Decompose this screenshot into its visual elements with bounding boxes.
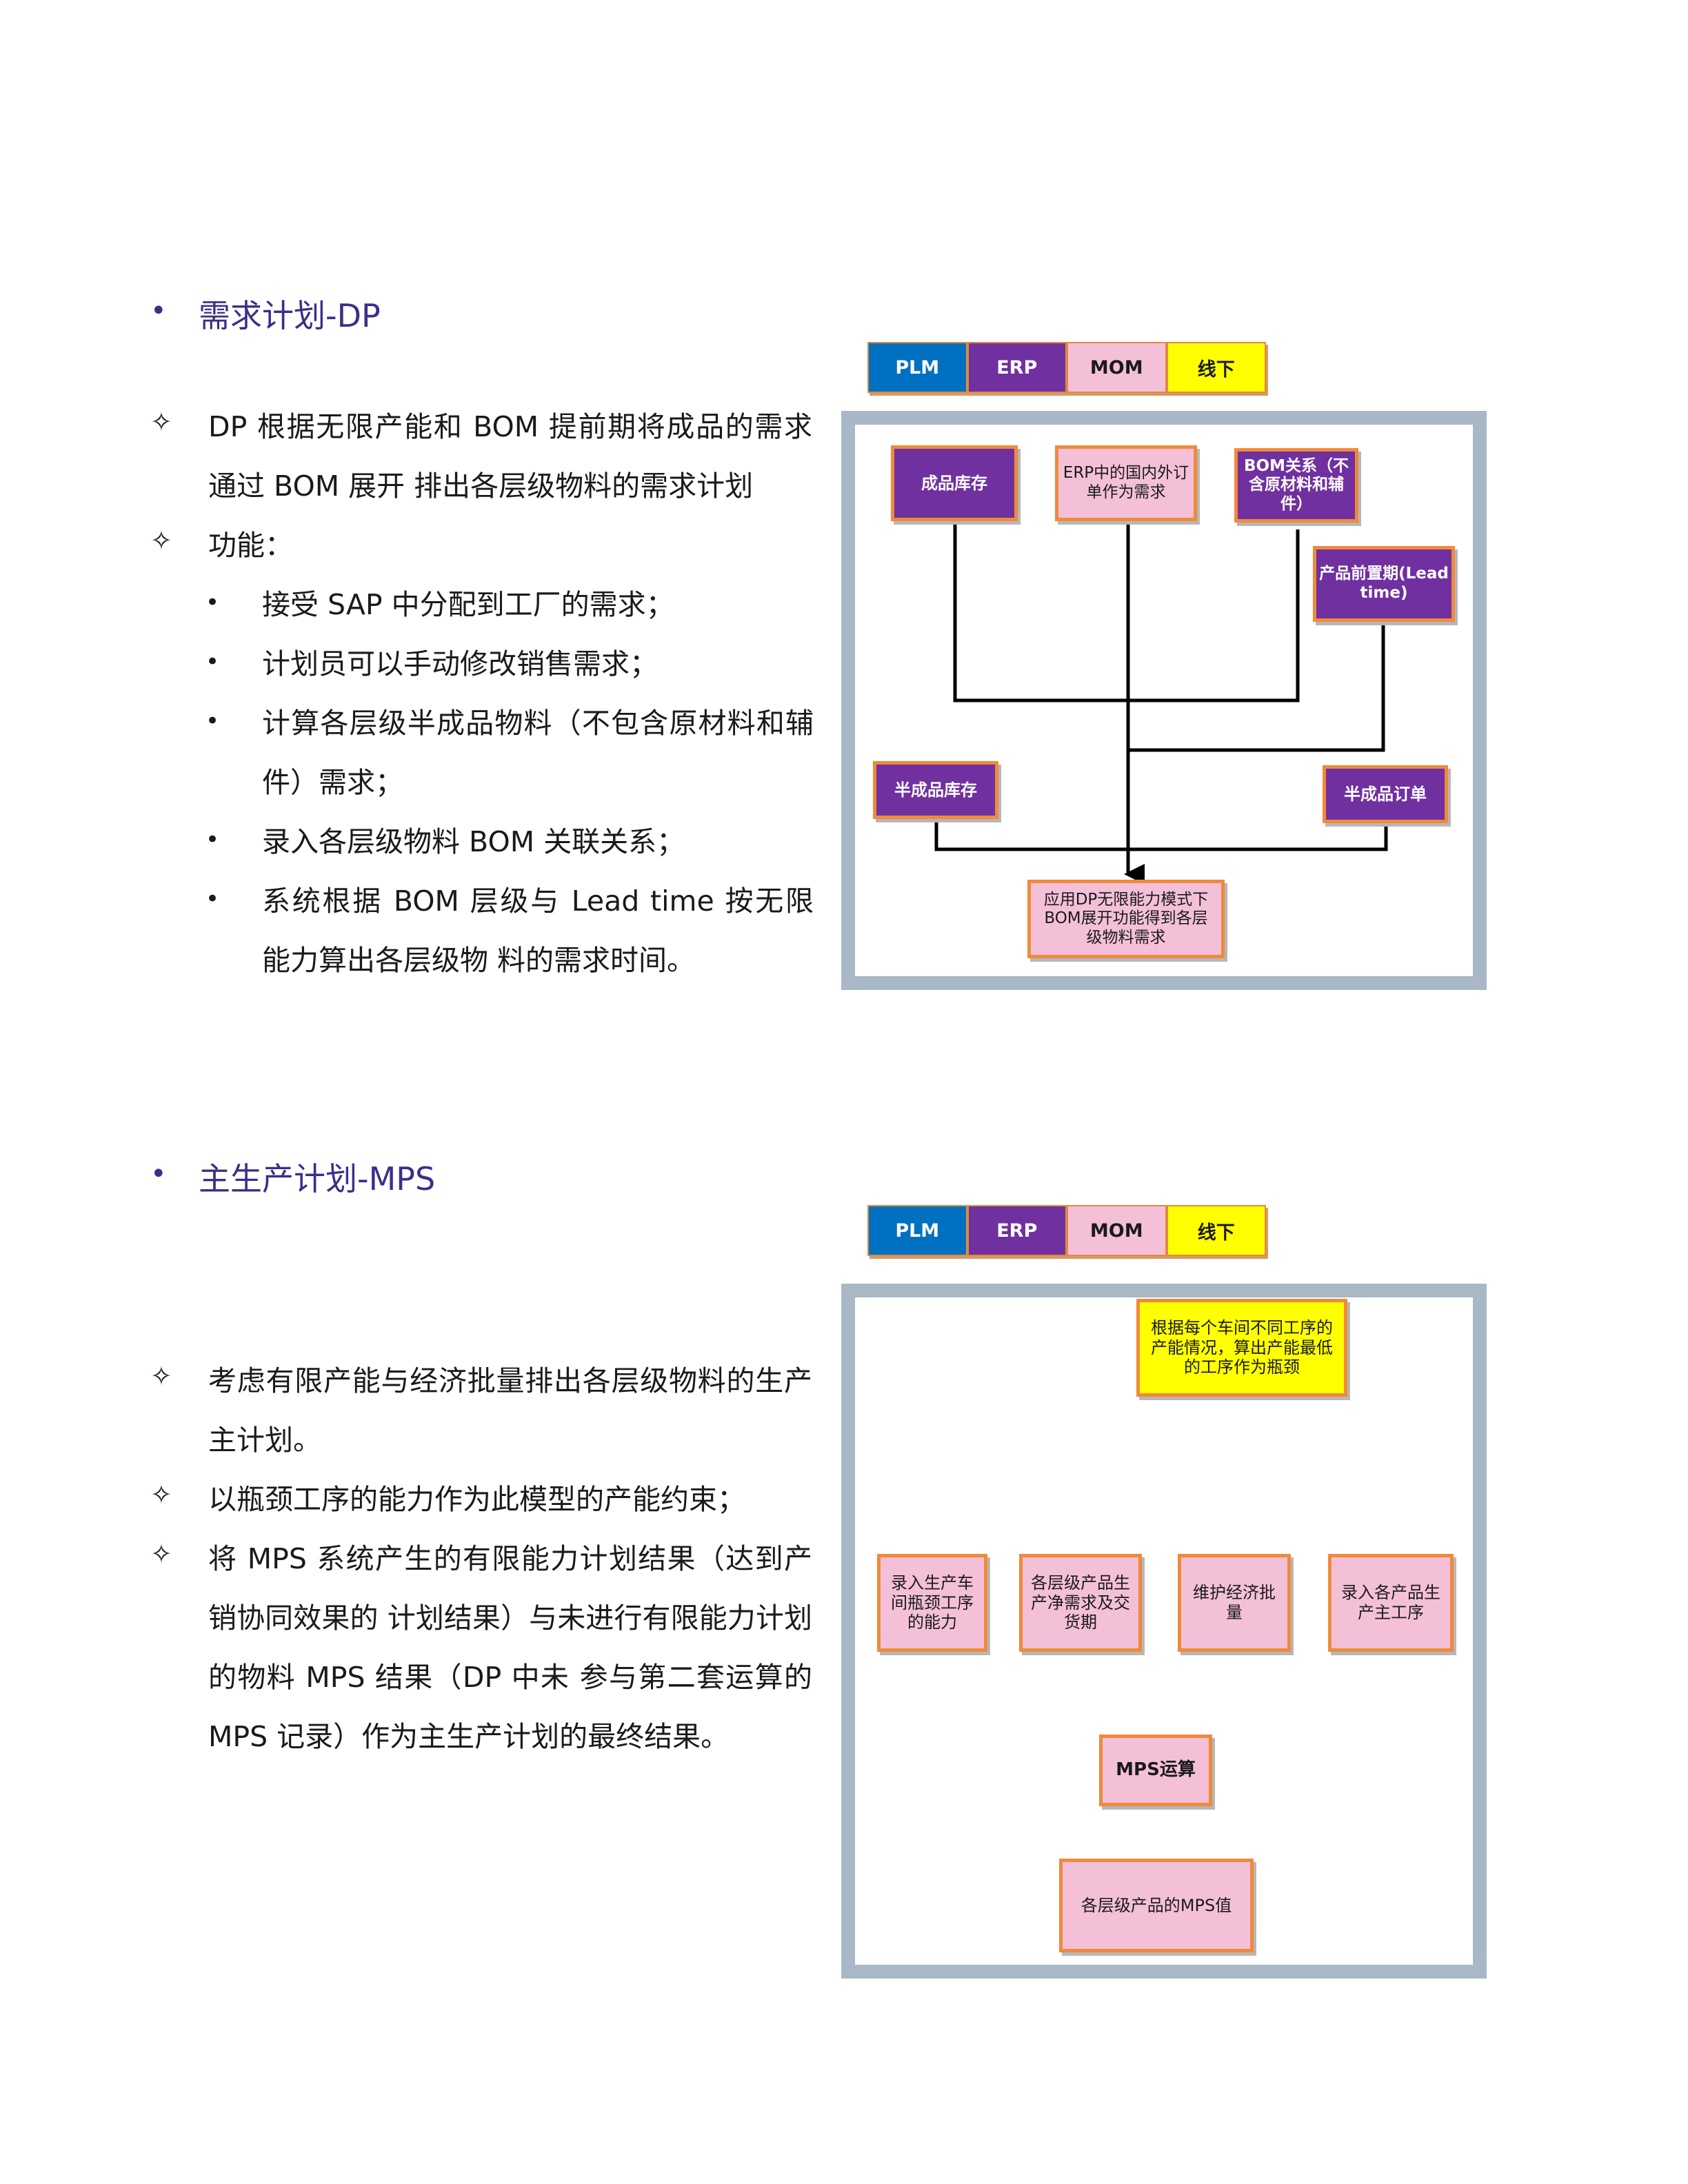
section1-item-2: 计划员可以手动修改销售需求；: [262, 647, 658, 680]
legend-offline: 线下: [1166, 1205, 1266, 1256]
diamond-star-icon: ✧: [150, 525, 172, 556]
bom-relation-box: BOM关系（不含原材料和辅件）: [1234, 448, 1358, 523]
section1-item-1: 接受 SAP 中分配到工厂的需求；: [262, 588, 674, 621]
bullet-icon: •: [205, 589, 220, 616]
section2-bullet: •: [150, 1158, 167, 1190]
legend-erp: ERP: [967, 1205, 1067, 1256]
legend-offline: 线下: [1166, 342, 1266, 393]
legend-mom: MOM: [1067, 1205, 1167, 1256]
section1-title: 需求计划-DP: [199, 297, 381, 334]
bullet-icon: •: [205, 707, 220, 735]
section1-item-4: 录入各层级物料 BOM 关联关系；: [262, 825, 685, 858]
diamond-star-icon: ✧: [150, 1361, 172, 1391]
finished-stock-box: 成品库存: [891, 445, 1018, 521]
bullet-icon: •: [205, 826, 220, 853]
section1-paragraph-2: 功能：: [208, 529, 293, 562]
econ-batch-box: 维护经济批量: [1178, 1554, 1291, 1652]
section1-item-3: 计算各层级半成品物料（不包含原材料和辅件）需求；: [262, 707, 814, 799]
section1-bullet: •: [150, 295, 167, 327]
diamond-star-icon: ✧: [150, 1539, 172, 1569]
net-demand-box: 各层级产品生产净需求及交货期: [1019, 1554, 1142, 1652]
section2-title: 主生产计划-MPS: [199, 1160, 436, 1197]
legend-erp: ERP: [967, 342, 1067, 393]
system-legend: PLM ERP MOM 线下: [867, 1205, 1266, 1256]
semi-orders-box: 半成品订单: [1323, 765, 1448, 823]
bullet-icon: •: [205, 885, 220, 913]
lead-time-box: 产品前置期(Lead time): [1313, 546, 1455, 622]
semi-stock-box: 半成品库存: [873, 761, 998, 819]
section2-paragraph-1: 考虑有限产能与经济批量排出各层级物料的生产主计划。: [208, 1364, 812, 1457]
diamond-star-icon: ✧: [150, 407, 172, 437]
main-process-box: 录入各产品生产主工序: [1328, 1554, 1454, 1652]
mps-calc-box: MPS运算: [1099, 1735, 1212, 1806]
section2-paragraph-3: 将 MPS 系统产生的有限能力计划结果（达到产销协同效果的 计划结果）与未进行有…: [208, 1542, 813, 1753]
section1-item-5: 系统根据 BOM 层级与 Lead time 按无限能力算出各层级物 料的需求时…: [262, 884, 814, 977]
mps-value-box: 各层级产品的MPS值: [1059, 1859, 1254, 1952]
legend-plm: PLM: [867, 1205, 967, 1256]
system-legend: PLM ERP MOM 线下: [867, 342, 1266, 393]
bullet-icon: •: [205, 648, 220, 676]
input-bottleneck-box: 录入生产车间瓶颈工序的能力: [877, 1554, 987, 1652]
section1-paragraph-1: DP 根据无限产能和 BOM 提前期将成品的需求通过 BOM 展开 排出各层级物…: [208, 410, 812, 503]
legend-plm: PLM: [867, 342, 967, 393]
legend-mom: MOM: [1067, 342, 1167, 393]
section2-paragraph-2: 以瓶颈工序的能力作为此模型的产能约束；: [208, 1483, 745, 1516]
erp-orders-box: ERP中的国内外订单作为需求: [1055, 445, 1197, 521]
bottleneck-box: 根据每个车间不同工序的产能情况，算出产能最低的工序作为瓶颈: [1136, 1299, 1347, 1397]
diamond-star-icon: ✧: [150, 1479, 172, 1510]
dp-result-box: 应用DP无限能力模式下BOM展开功能得到各层级物料需求: [1027, 880, 1225, 958]
